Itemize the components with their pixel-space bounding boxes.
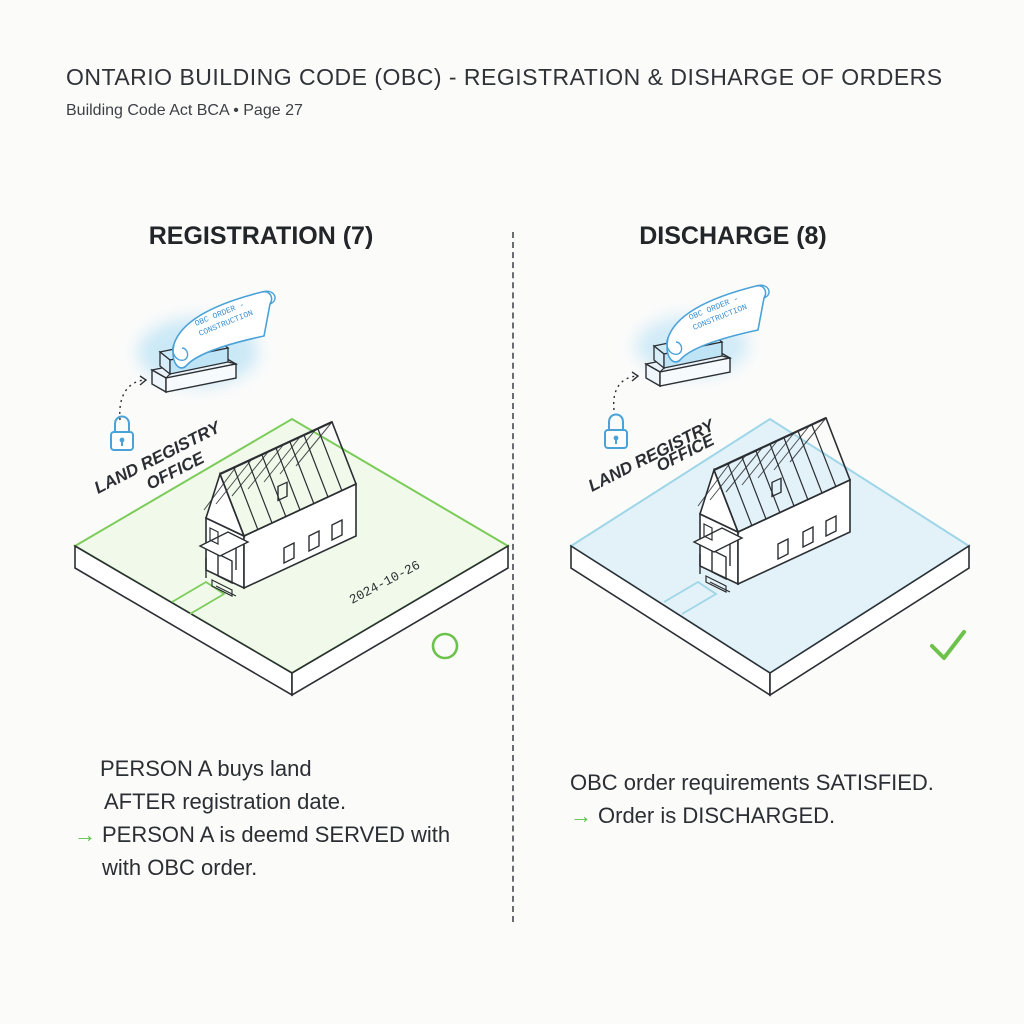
- caption-line: PERSON A buys land: [100, 756, 312, 781]
- caption-line: →PERSON A is deemd SERVED with: [74, 822, 451, 847]
- padlock-icon: [110, 415, 134, 451]
- page-title: ONTARIO BUILDING CODE (OBC) - REGISTRATI…: [66, 64, 943, 90]
- panel-divider: [512, 232, 514, 922]
- caption-line: with OBC order.: [102, 855, 258, 880]
- arrow-right-icon: →: [570, 803, 592, 828]
- checkmark-icon: [930, 630, 966, 660]
- registration-scene: 2024-10-26 OBC ORDER - CONSTRUCTION LAND…: [73, 290, 510, 697]
- discharge-caption: OBC order requirements SATISFIED. →Order…: [570, 766, 934, 832]
- caption-line: →Order is DISCHARGED.: [570, 803, 836, 828]
- registration-caption: PERSON A buys land AFTER registration da…: [74, 752, 450, 884]
- discharge-heading: DISCHARGE (8): [639, 222, 827, 250]
- page-subtitle: Building Code Act BCA • Page 27: [66, 102, 303, 119]
- arrow-right-icon: →: [74, 822, 96, 847]
- registration-heading: REGISTRATION (7): [148, 222, 374, 250]
- discharge-scene: OBC ORDER - CONSTRUCTION LAND REGISTRY O…: [569, 284, 971, 697]
- circle-icon: [431, 632, 459, 660]
- caption-line: AFTER registration date.: [104, 789, 347, 814]
- caption-line: OBC order requirements SATISFIED.: [570, 770, 934, 795]
- padlock-icon: [604, 413, 628, 449]
